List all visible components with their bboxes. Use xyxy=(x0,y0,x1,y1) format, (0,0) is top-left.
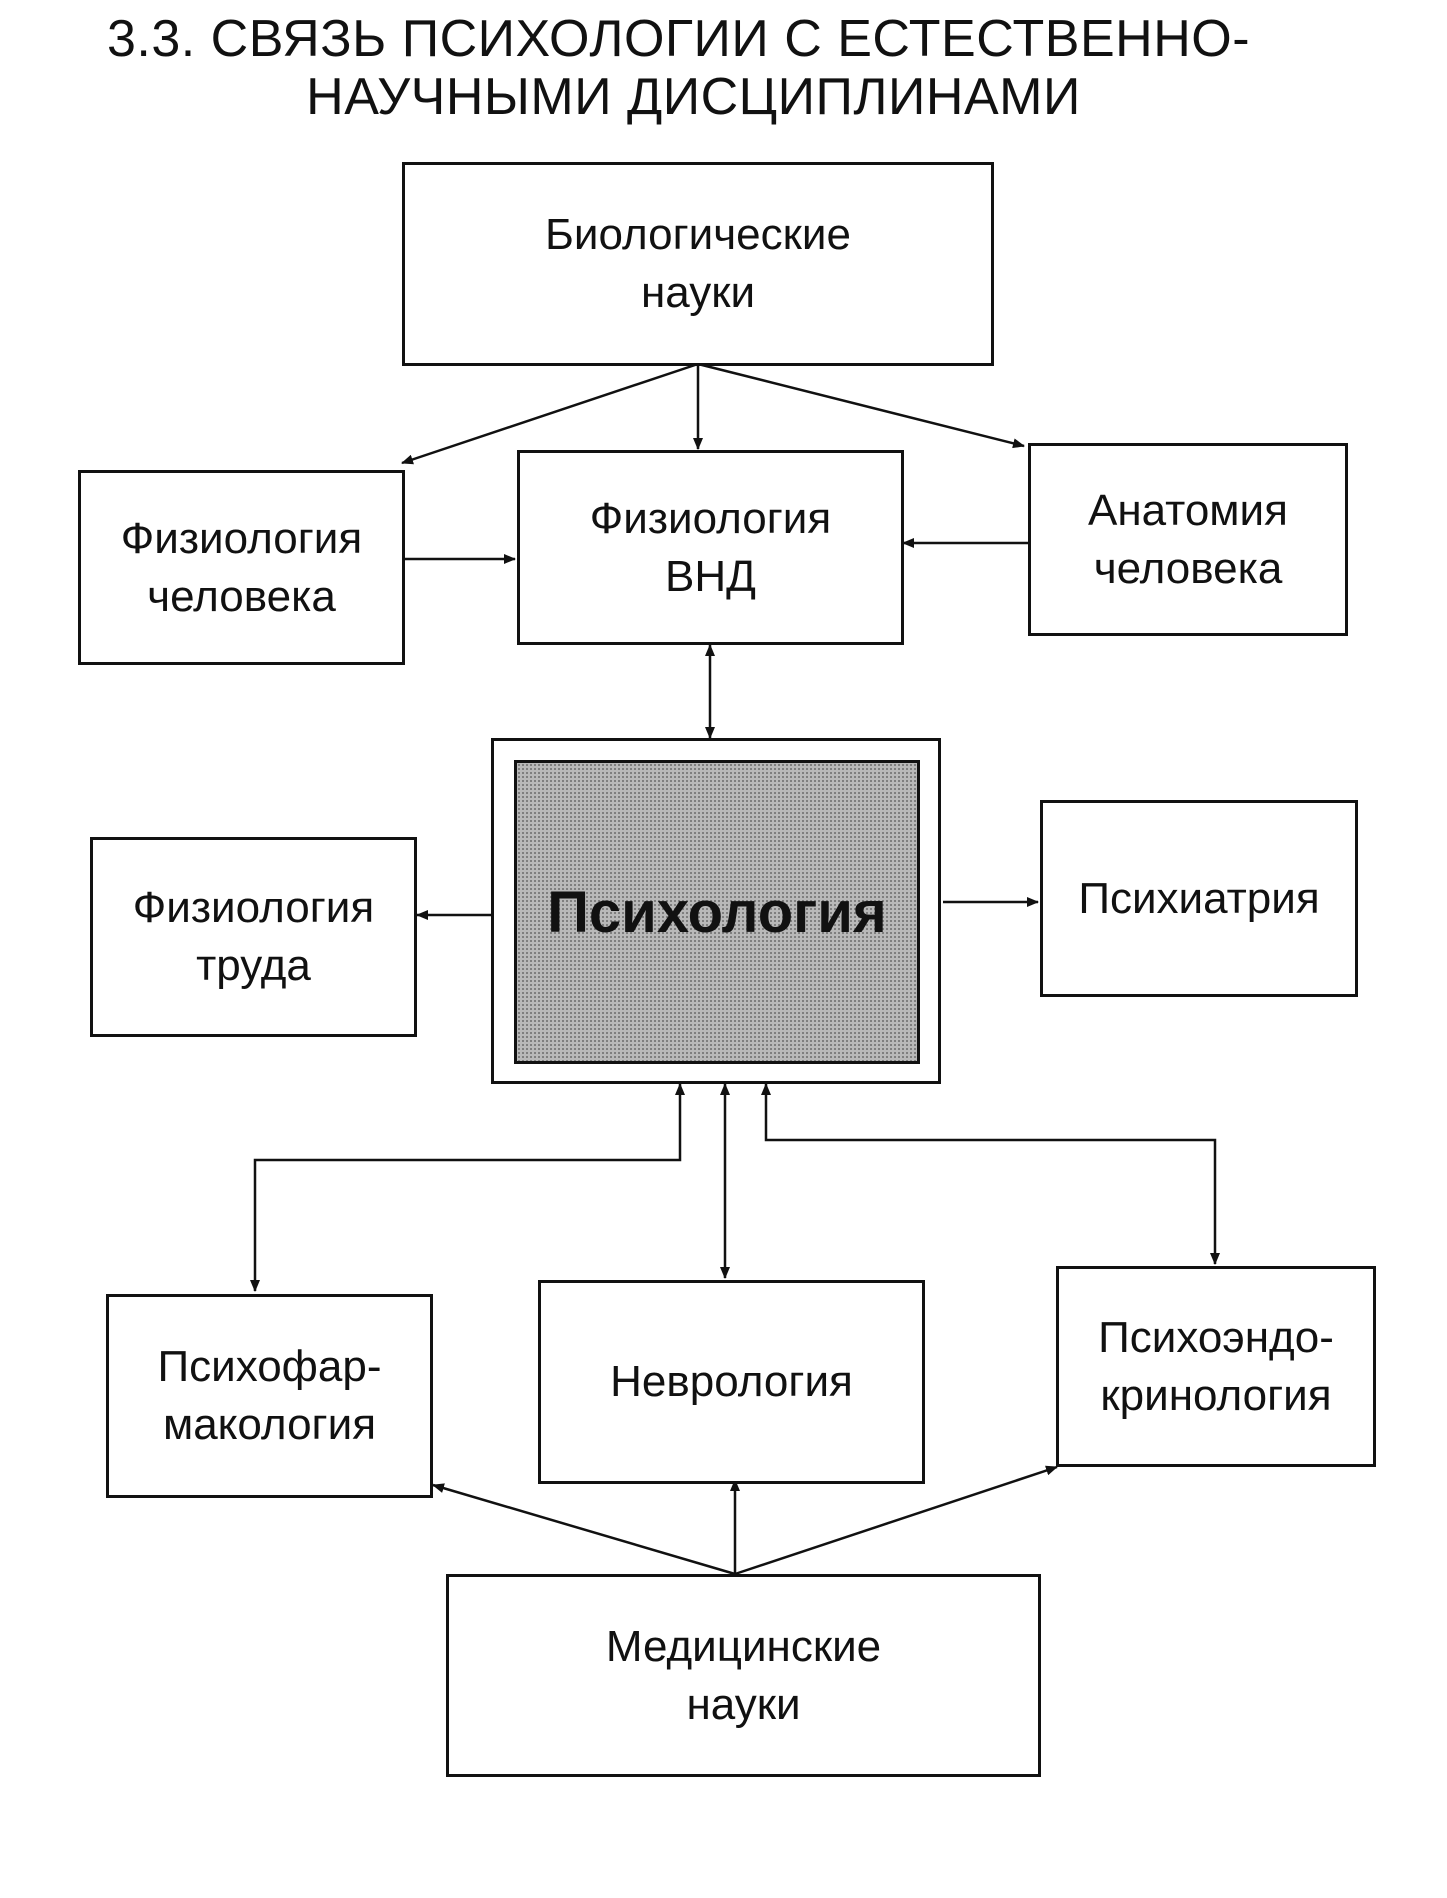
node-psychiatry-label: Психиатрия xyxy=(1078,873,1320,923)
node-neurology: Неврология xyxy=(538,1280,925,1484)
node-physiology-vnd-line-2: ВНД xyxy=(665,551,756,601)
node-medical-sciences-line-2: науки xyxy=(686,1679,801,1729)
node-psychopharmacology: Психофар- макология xyxy=(106,1294,433,1498)
node-physiology-labor-line-2: труда xyxy=(196,941,311,990)
diagram-title-line-2: НАУЧНЫМИ ДИСЦИПЛИНАМИ xyxy=(306,68,1081,126)
node-psychology: Психология xyxy=(514,760,920,1064)
node-biological-sciences-line-2: науки xyxy=(640,268,756,317)
node-psychopharmacology-line-1: Психофар- xyxy=(157,1342,382,1391)
node-physiology-labor: Физиология труда xyxy=(90,837,417,1037)
node-psychoendocrinology-line-1: Психоэндо- xyxy=(1098,1312,1334,1362)
arrow-biological-to-physiology-human xyxy=(401,362,699,465)
node-anatomy-human-line-2: человека xyxy=(1093,543,1283,593)
node-physiology-human-line-2: человека xyxy=(147,571,336,621)
node-psychopharmacology-line-2: макология xyxy=(162,1400,377,1449)
arrow-medical-to-psychopharmacology xyxy=(432,1483,736,1576)
node-psychology-label: Психология xyxy=(547,879,887,945)
node-physiology-human-line-1: Физиология xyxy=(120,513,363,563)
node-psychoendocrinology: Психоэндо- кринология xyxy=(1056,1266,1376,1467)
node-psychoendocrinology-line-2: кринология xyxy=(1100,1370,1332,1420)
node-biological-sciences: Биологические науки xyxy=(402,162,994,366)
node-physiology-human: Физиология человека xyxy=(78,470,405,665)
node-medical-sciences-line-1: Медицинские xyxy=(605,1621,882,1671)
arrow-biological-to-anatomy xyxy=(697,362,1025,449)
node-psychiatry: Психиатрия xyxy=(1040,800,1358,997)
arrow-psychology-psychopharmacology xyxy=(250,1083,685,1292)
diagram-title: 3.3. СВЯЗЬ ПСИХОЛОГИИ С ЕСТЕСТВЕННО- НАУ… xyxy=(0,10,1447,126)
node-neurology-label: Неврология xyxy=(610,1357,853,1406)
node-biological-sciences-line-1: Биологические xyxy=(545,210,851,259)
node-physiology-vnd-line-1: Физиология xyxy=(589,493,832,543)
node-medical-sciences: Медицинские науки xyxy=(446,1574,1041,1777)
node-anatomy-human: Анатомия человека xyxy=(1028,443,1348,636)
node-physiology-labor-line-1: Физиология xyxy=(132,883,375,932)
node-anatomy-human-line-1: Анатомия xyxy=(1088,485,1288,535)
node-physiology-vnd: Физиология ВНД xyxy=(517,450,904,645)
arrow-psychology-psychoendocrinology xyxy=(761,1083,1220,1265)
arrow-medical-to-psychoendocrinology xyxy=(734,1465,1058,1576)
diagram-title-line-1: 3.3. СВЯЗЬ ПСИХОЛОГИИ С ЕСТЕСТВЕННО- xyxy=(106,10,1251,68)
